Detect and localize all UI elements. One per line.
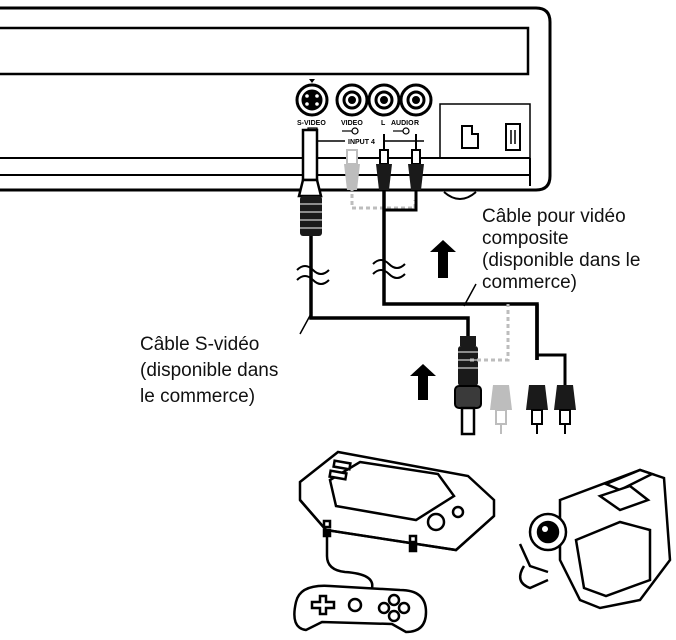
svideo-jack-label: S-VIDEO	[297, 120, 326, 127]
svideo-callout-line-2: (disponible dans	[140, 360, 278, 381]
recorder-rear-panel	[0, 6, 552, 200]
svideo-callout-line-3: le commerce)	[140, 386, 255, 407]
composite-callout-line-4: commerce)	[482, 272, 577, 293]
svideo-callout-line-1: Câble S-vidéo	[140, 334, 259, 355]
svideo-callout-leader	[299, 311, 313, 335]
composite-callout-line-2: composite	[482, 228, 569, 249]
cable-break-marks	[296, 259, 406, 285]
svideo-cable-callout: Câble S-vidéo (disponible dans le commer…	[140, 334, 278, 407]
up-arrow-icon	[430, 240, 456, 278]
up-arrow-icon	[410, 364, 436, 400]
svideo-jack	[295, 79, 329, 117]
camcorder-illustration	[518, 468, 672, 610]
audio-left-label: L	[381, 120, 386, 127]
composite-cable	[344, 134, 576, 434]
gamepad-cord	[325, 536, 374, 589]
audio-left-jack	[367, 83, 401, 117]
video-jack	[335, 83, 369, 117]
svideo-cable	[297, 128, 482, 436]
game-console-illustration	[298, 450, 496, 553]
audio-right-jack	[399, 83, 433, 117]
audio-label: AUDIO	[391, 120, 414, 127]
audio-right-label: R	[414, 120, 419, 127]
composite-callout-line-3: (disponible dans le	[482, 250, 640, 271]
composite-callout-line-1: Câble pour vidéo	[482, 206, 626, 227]
gamepad-illustration	[293, 584, 428, 634]
composite-callout-leader	[463, 283, 477, 307]
input-arrow-icons	[307, 127, 410, 135]
video-jack-label: VIDEO	[341, 120, 363, 127]
composite-cable-callout: Câble pour vidéo composite (disponible d…	[482, 206, 640, 293]
input-label: INPUT 4	[348, 139, 375, 146]
